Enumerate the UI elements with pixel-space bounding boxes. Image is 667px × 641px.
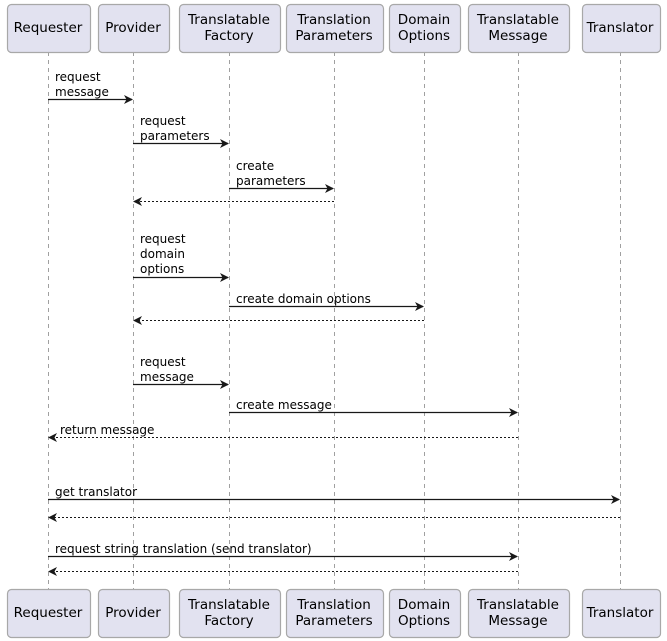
participant-header-label-parameters: Translation (296, 12, 371, 28)
participant-header-box-requester[interactable] (6, 3, 92, 54)
participant-footer-label-provider: Provider (105, 605, 161, 621)
participant-footer-label-parameters: Parameters (295, 613, 372, 629)
message-label-m11: get translator (55, 485, 137, 499)
participant-footer-label-factory: Factory (204, 613, 253, 629)
message-m13[interactable]: request string translation (send transla… (48, 542, 518, 561)
participant-header-box-translator[interactable] (581, 3, 662, 54)
message-label-m2: parameters (140, 129, 210, 143)
participant-footer-box-message[interactable] (467, 588, 571, 639)
participant-header-label-domain: Domain (398, 12, 450, 28)
message-arrowhead-m5 (220, 273, 229, 282)
message-label-m3: parameters (236, 174, 306, 188)
participant-footer-label-message: Translatable (476, 597, 559, 613)
message-m11[interactable]: get translator (48, 485, 620, 504)
message-arrowhead-m2 (220, 139, 229, 148)
message-m4[interactable] (133, 197, 334, 206)
message-label-m3: create (236, 159, 274, 173)
message-m14[interactable] (48, 567, 518, 576)
message-label-m5: domain (140, 247, 185, 261)
participant-footer-requester[interactable]: Requester (6, 588, 92, 639)
message-arrowhead-m9 (509, 408, 518, 417)
participant-header-box-parameters[interactable] (285, 3, 385, 54)
message-arrowhead-m14 (48, 567, 57, 576)
message-label-m9: create message (236, 398, 332, 412)
participant-footer-label-requester: Requester (14, 605, 83, 621)
message-label-m1: message (55, 85, 109, 99)
participant-footer-box-translator[interactable] (581, 588, 662, 639)
participant-footer-label-domain: Domain (398, 597, 450, 613)
participant-header-box-domain[interactable] (388, 3, 462, 54)
participant-header-label-message: Translatable (476, 12, 559, 28)
participant-header-label-factory: Factory (204, 28, 253, 44)
participant-header-label-parameters: Parameters (295, 28, 372, 44)
participant-header-box-message[interactable] (467, 3, 571, 54)
participant-footer-translator[interactable]: Translator (581, 588, 662, 639)
message-arrowhead-m10 (48, 433, 57, 442)
participant-footer-label-message: Message (488, 613, 547, 629)
participant-footer-box-factory[interactable] (178, 588, 282, 639)
message-label-m13: request string translation (send transla… (55, 542, 312, 556)
message-label-m8: request (140, 355, 186, 369)
message-arrowhead-m12 (48, 513, 57, 522)
participant-header-box-provider[interactable] (97, 3, 171, 54)
message-arrowhead-m3 (325, 184, 334, 193)
message-label-m5: request (140, 232, 186, 246)
participant-header-box-factory[interactable] (178, 3, 282, 54)
participant-header-provider[interactable]: Provider (97, 3, 171, 54)
lifelines-group (48, 52, 621, 589)
participant-footer-label-parameters: Translation (296, 597, 371, 613)
participant-footer-box-parameters[interactable] (285, 588, 385, 639)
participant-footer-box-provider[interactable] (97, 588, 171, 639)
participant-footer-provider[interactable]: Provider (97, 588, 171, 639)
message-m7[interactable] (133, 316, 424, 325)
participant-footer-box-requester[interactable] (6, 588, 92, 639)
participant-footer-box-domain[interactable] (388, 588, 462, 639)
message-m10[interactable]: return message (48, 423, 518, 442)
message-arrowhead-m7 (133, 316, 142, 325)
message-label-m1: request (55, 70, 101, 84)
participant-header-label-requester: Requester (14, 20, 83, 36)
message-arrowhead-m4 (133, 197, 142, 206)
message-arrowhead-m8 (220, 380, 229, 389)
message-label-m10: return message (60, 423, 154, 437)
message-m12[interactable] (48, 513, 620, 522)
message-arrowhead-m11 (611, 495, 620, 504)
message-label-m6: create domain options (236, 292, 371, 306)
message-label-m5: options (140, 262, 184, 276)
participant-footer-label-domain: Options (398, 613, 450, 629)
message-m6[interactable]: create domain options (229, 292, 424, 311)
message-m9[interactable]: create message (229, 398, 518, 417)
participant-footer-label-factory: Translatable (187, 597, 270, 613)
message-label-m8: message (140, 370, 194, 384)
participant-header-label-factory: Translatable (187, 12, 270, 28)
message-arrowhead-m1 (124, 95, 133, 104)
participant-footer-label-translator: Translator (586, 605, 654, 621)
participant-header-label-message: Message (488, 28, 547, 44)
message-label-m2: request (140, 114, 186, 128)
participant-header-label-provider: Provider (105, 20, 161, 36)
messages-group: requestmessagerequestparameterscreatepar… (48, 70, 620, 576)
participant-header-translator[interactable]: Translator (581, 3, 662, 54)
participant-header-label-domain: Options (398, 28, 450, 44)
message-arrowhead-m6 (415, 302, 424, 311)
participant-header-label-translator: Translator (586, 20, 654, 36)
message-arrowhead-m13 (509, 552, 518, 561)
participant-header-requester[interactable]: Requester (6, 3, 92, 54)
